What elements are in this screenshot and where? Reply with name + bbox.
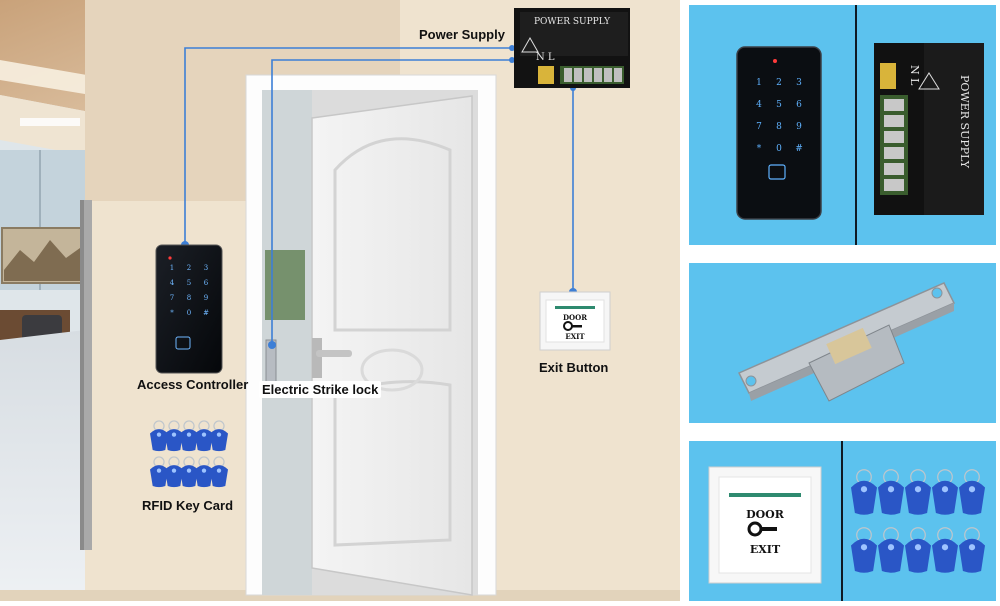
door-leaf xyxy=(311,95,473,596)
keypad-key: 9 xyxy=(796,122,802,132)
rfid-tag xyxy=(932,469,958,515)
scene-keypad-keys: 1 2 3 4 5 6 7 8 9 * 0 # xyxy=(170,264,209,317)
exit-door-text-scene: DOOR xyxy=(563,313,587,322)
keypad-key: 5 xyxy=(187,279,191,287)
access-controller-device xyxy=(155,244,223,374)
exit-exit-text-scene: EXIT xyxy=(565,332,585,341)
keypad-key: 0 xyxy=(187,309,191,317)
keypad-key: 8 xyxy=(776,122,782,132)
door-handle xyxy=(312,338,322,378)
rfid-tag xyxy=(878,469,904,515)
label-power-supply: Power Supply xyxy=(419,27,505,42)
rfid-tag xyxy=(180,420,198,452)
label-rfid: RFID Key Card xyxy=(142,498,234,513)
keypad-key: 7 xyxy=(756,122,762,132)
keypad-key: 0 xyxy=(776,144,782,154)
exit-button-plate xyxy=(539,291,611,351)
keypad-key: 1 xyxy=(756,78,762,88)
rfid-tag xyxy=(851,527,877,573)
rfid-tag xyxy=(195,456,213,488)
wiring xyxy=(184,47,574,345)
keypad-key: * xyxy=(757,144,762,154)
rfid-tag xyxy=(150,420,168,452)
panel2-drawing xyxy=(737,282,956,402)
rfid-tag xyxy=(210,420,228,452)
rfid-tag xyxy=(150,456,168,488)
rfid-tag xyxy=(905,527,931,573)
keypad-key: 3 xyxy=(204,264,208,272)
panel1-drawing: 1 2 3 4 5 6 7 8 9 * 0 # POWER SUPPLY N L xyxy=(736,5,984,245)
keypad-key: # xyxy=(795,144,803,154)
exit-door-text-panel: DOOR xyxy=(746,508,784,521)
exit-exit-text-panel: EXIT xyxy=(749,543,781,556)
label-exit-button: Exit Button xyxy=(539,360,609,375)
keypad-key: 9 xyxy=(204,294,208,302)
keypad-key: # xyxy=(203,309,209,317)
rfid-tag xyxy=(851,469,877,515)
rfid-tag xyxy=(165,456,183,488)
keypad-key: 2 xyxy=(776,78,782,88)
panel-rfid-tags xyxy=(851,469,985,573)
keypad-key: 4 xyxy=(170,279,175,287)
scene-rfid-tags xyxy=(150,420,228,488)
rfid-tag xyxy=(959,469,985,515)
rfid-tag xyxy=(195,420,213,452)
keypad-key: 7 xyxy=(170,294,174,302)
office-floor xyxy=(0,330,85,601)
keypad-key: 5 xyxy=(776,100,782,110)
keypad-key: 4 xyxy=(756,100,762,110)
label-access-controller: Access Controller xyxy=(137,377,249,392)
keypad-key: * xyxy=(170,309,174,317)
panel3-drawing xyxy=(708,441,985,601)
product-panel-strike xyxy=(689,263,996,423)
scene-drawing: POWER SUPPLY N L DOOR EXIT 1 2 3 4 5 6 7 8 9 * 0 # xyxy=(0,0,680,601)
keypad-key: 6 xyxy=(204,279,209,287)
psu-terminals-scene: N L xyxy=(536,52,555,63)
rfid-tag xyxy=(180,456,198,488)
keypad-key: 1 xyxy=(170,264,174,272)
rfid-tag xyxy=(210,456,228,488)
rfid-tag xyxy=(905,469,931,515)
label-electric-strike: Electric Strike lock xyxy=(259,381,382,398)
rfid-tag xyxy=(932,527,958,573)
keypad-key: 2 xyxy=(187,264,191,272)
rfid-tag xyxy=(959,527,985,573)
keypad-key: 6 xyxy=(796,100,802,110)
panel-keypad-keys: 1 2 3 4 5 6 7 8 9 * 0 # xyxy=(756,78,803,154)
power-supply-unit xyxy=(514,8,630,88)
product-panel-exit-tags: DOOR EXIT xyxy=(689,441,996,601)
psu-title-panel: POWER SUPPLY xyxy=(958,75,971,169)
psu-title-scene: POWER SUPPLY xyxy=(534,17,611,27)
psu-terminals-panel: N L xyxy=(908,65,921,86)
keypad-key: 8 xyxy=(187,294,191,302)
rfid-tag xyxy=(165,420,183,452)
rfid-tag xyxy=(878,527,904,573)
keypad-key: 3 xyxy=(796,78,802,88)
product-panel-keypad-psu: 1 2 3 4 5 6 7 8 9 * 0 # POWER SUPPLY N L xyxy=(689,5,996,245)
